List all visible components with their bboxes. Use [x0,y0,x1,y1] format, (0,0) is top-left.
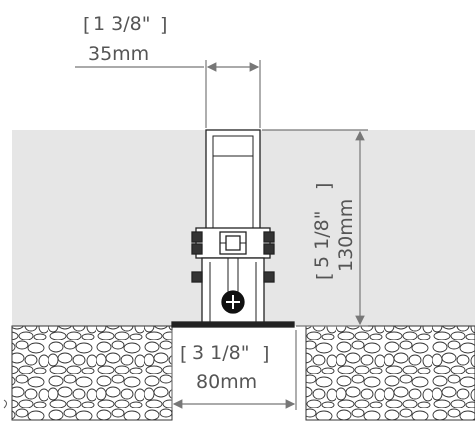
height-imperial: 5 1/8" [311,211,333,268]
svg-text:]: ] [160,14,167,36]
svg-text:]: ] [262,343,269,365]
bottom-width-dimension: [ ] 3 1/8" 80mm [171,330,297,410]
bottom-width-metric: 80mm [196,371,257,393]
base-plate [171,321,295,328]
height-dimension: [ ] 5 1/8" 130mm [262,129,368,327]
svg-text:[: [ [313,273,335,280]
screw-head-icon [221,290,245,314]
gravel-right [305,325,475,421]
svg-text:[: [ [180,343,187,365]
svg-text:[: [ [83,14,90,36]
svg-text:]: ] [313,183,335,190]
top-width-imperial: 1 3/8" [93,13,150,35]
bottom-width-imperial: 3 1/8" [192,342,249,364]
drain-device [171,129,295,328]
top-width-metric: 35mm [88,43,149,65]
height-metric: 130mm [335,199,357,272]
gravel-left [11,325,173,421]
top-width-dimension: [ ] 1 3/8" 35mm [75,13,261,128]
edge-mark [3,399,7,409]
